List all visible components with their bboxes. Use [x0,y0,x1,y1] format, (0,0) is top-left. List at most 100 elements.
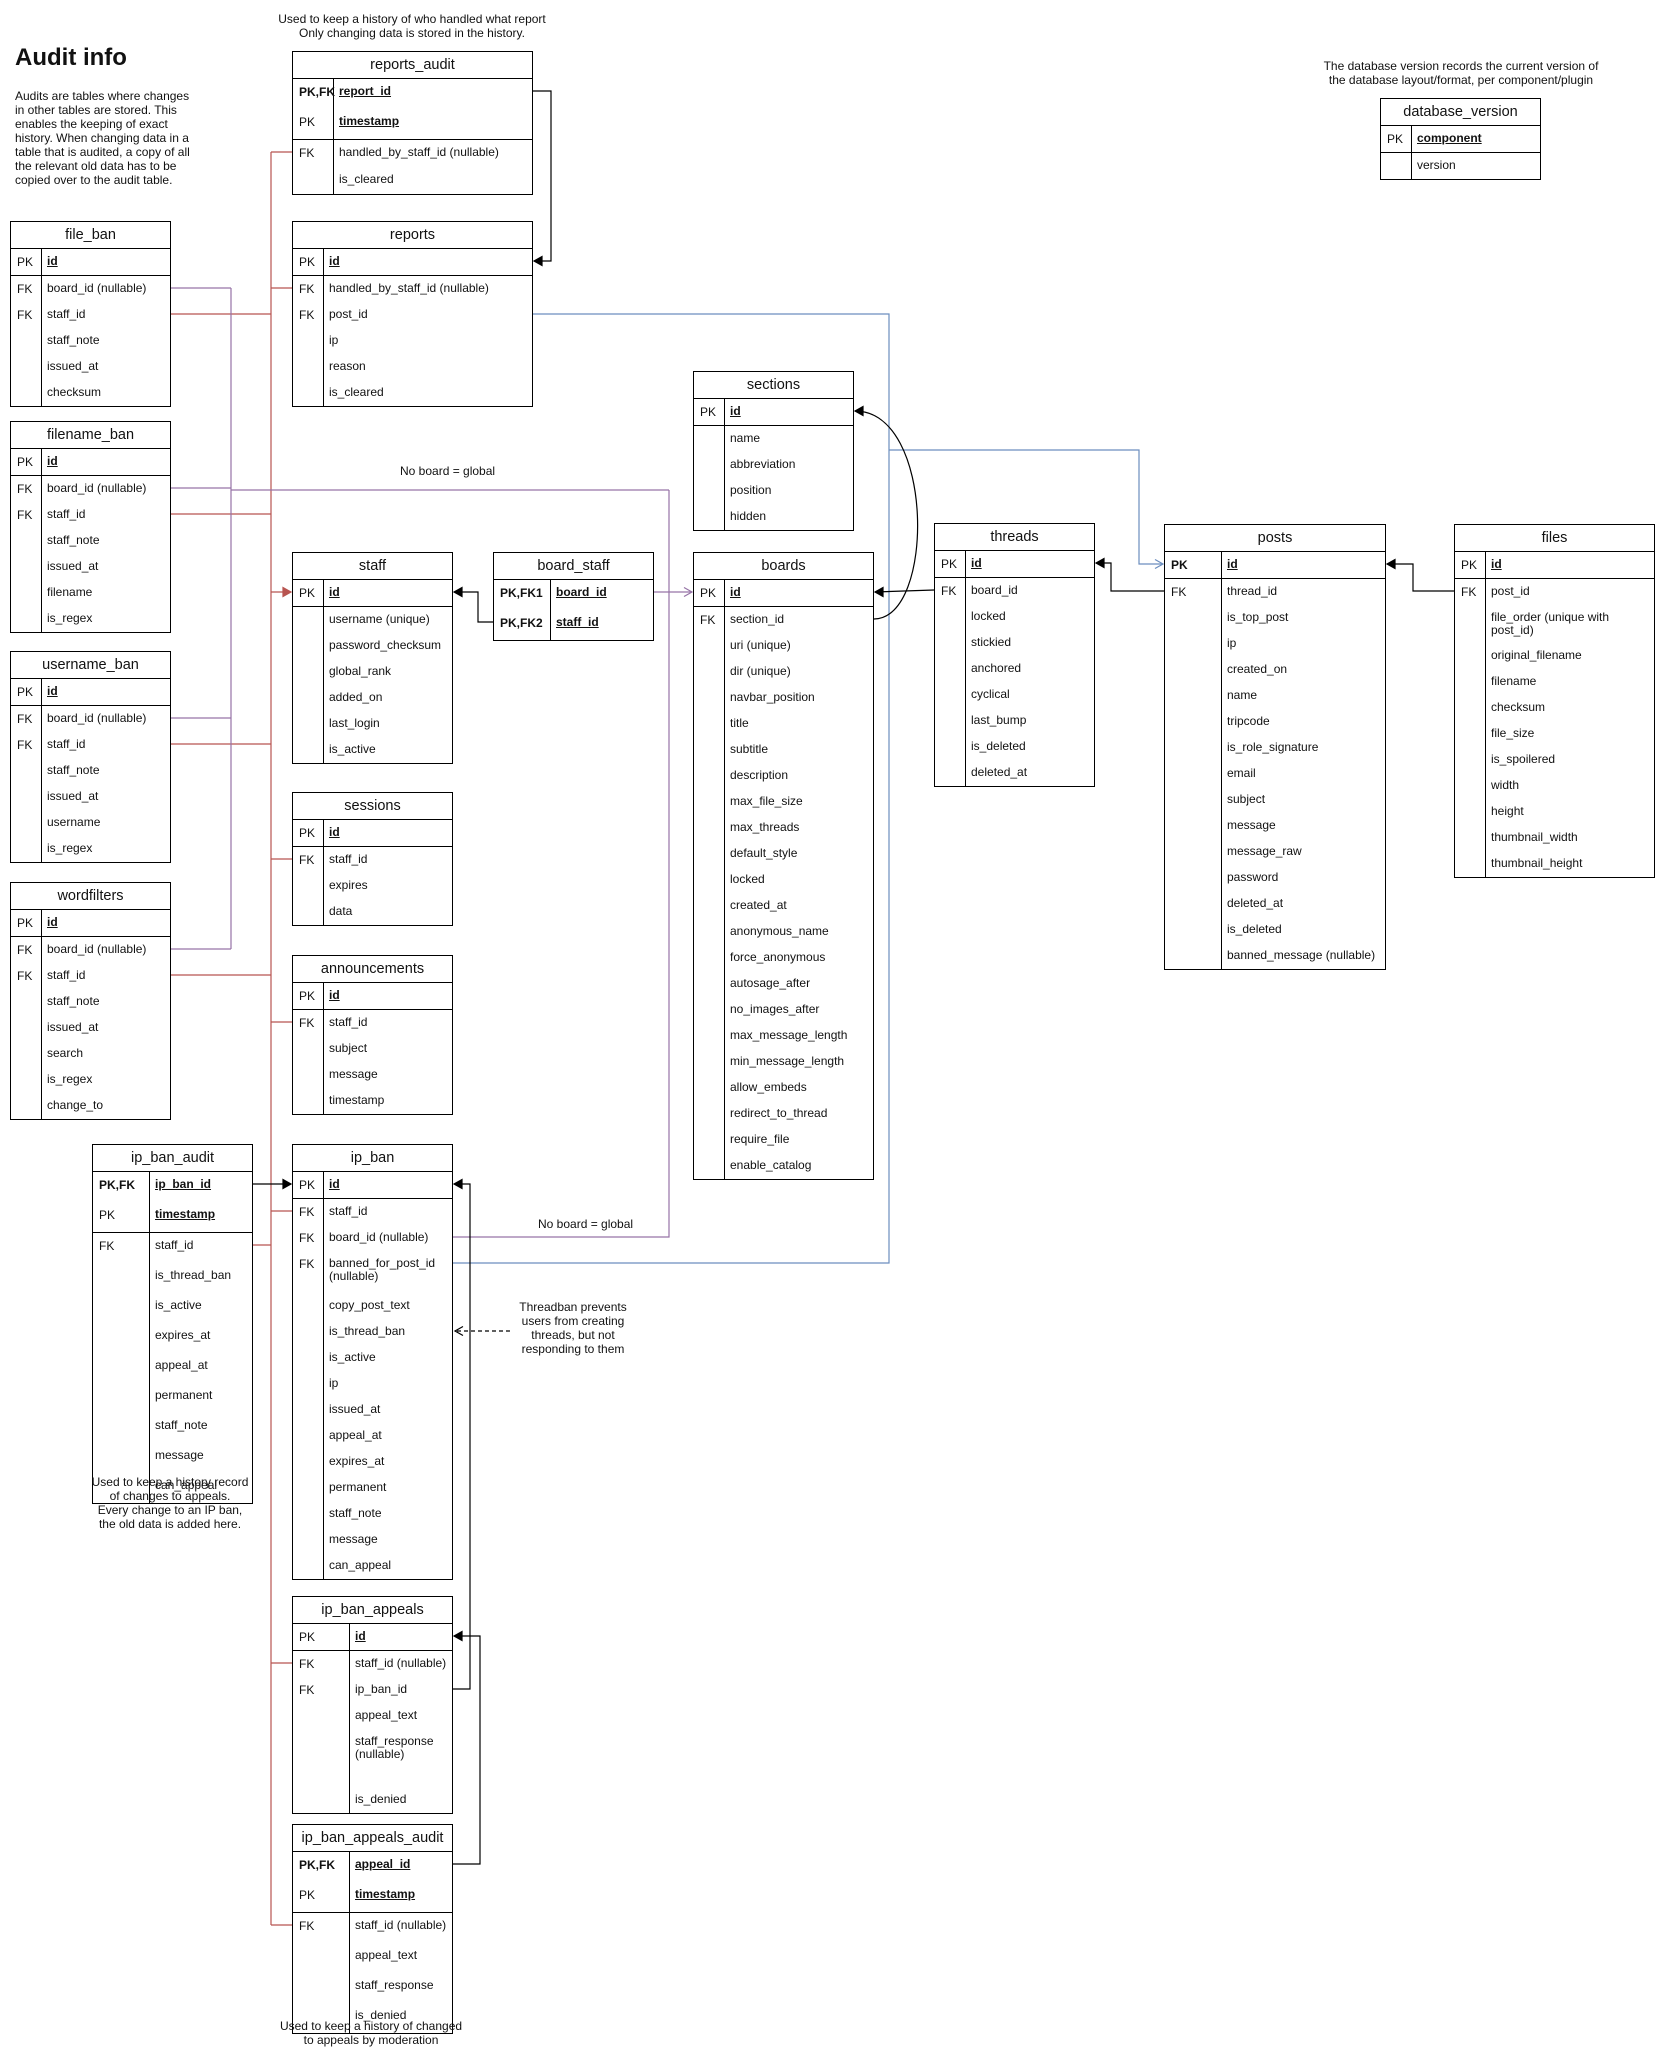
column-row: file_order (unique with post_id) [1455,605,1654,643]
ip-ban-appeals-audit-note: Used to keep a history of changed to app… [279,2019,463,2047]
table-title: reports [293,222,532,249]
key-divider [41,476,42,632]
column-row: max_threads [694,815,873,841]
audit-info-description: Audits are tables where changes in other… [15,89,190,187]
column-name: staff_id [329,852,368,866]
key-divider [333,79,334,139]
key-label: FK [299,1231,315,1245]
table-title: files [1455,525,1654,552]
column-name: staff_note [47,333,100,347]
column-name: ip [329,1376,339,1390]
column-name: is_cleared [339,172,394,186]
key-divider [323,1010,324,1114]
column-name: reason [329,359,366,373]
column-row: issued_at [11,784,170,810]
column-name: issued_at [47,559,99,573]
column-name: name [1227,688,1258,702]
key-label: FK [17,712,33,726]
threadban-note: Threadban prevents users from creating t… [519,1300,627,1356]
column-name: expires_at [155,1328,211,1342]
column-name: staff_id [47,307,86,321]
column-name: id [47,915,58,929]
column-name: is_deleted [1227,922,1282,936]
column-name: is_top_post [1227,610,1289,624]
key-label: FK [17,738,33,752]
column-name: thumbnail_height [1491,856,1583,870]
key-label: PK [941,557,958,571]
column-name: original_filename [1491,648,1582,662]
column-row: is_regex [11,606,170,632]
key-divider [149,1233,150,1503]
column-row: created_at [694,893,873,919]
column-name: handled_by_staff_id (nullable) [339,145,499,159]
key-label: FK [299,146,315,160]
column-row: is_thread_ban [93,1263,252,1293]
column-name: change_to [47,1098,104,1112]
column-row: checksum [1455,695,1654,721]
column-name: created_at [730,898,787,912]
column-row: thumbnail_height [1455,851,1654,877]
key-label: PK,FK1 [500,586,543,600]
column-name: banned_message (nullable) [1227,948,1376,962]
column-row: max_message_length [694,1023,873,1049]
column-name: is_role_signature [1227,740,1319,754]
key-divider [149,1172,150,1232]
column-name: is_active [155,1298,202,1312]
key-label: FK [299,1683,315,1697]
column-name: filename [1491,674,1537,688]
key-label: PK [299,255,316,269]
column-row: hidden [694,504,853,530]
column-name: username (unique) [329,612,430,626]
column-name: added_on [329,690,383,704]
key-label: FK [299,282,315,296]
column-row: locked [935,604,1094,630]
column-name: is_regex [47,1072,93,1086]
key-divider [41,449,42,475]
key-label: FK [17,969,33,983]
column-name: is_denied [355,2008,407,2022]
key-label: FK [299,1919,315,1933]
column-name: issued_at [47,359,99,373]
column-name: can_appeal [329,1558,392,1572]
column-row: timestamp [293,1088,452,1114]
key-divider [323,820,324,846]
column-row: appeal_text [293,1943,452,1973]
column-row: last_login [293,711,452,737]
column-name: last_login [329,716,380,730]
key-label: PK [1461,558,1478,572]
column-row: data [293,899,452,925]
key-divider [724,399,725,425]
column-name: staff_id [556,615,599,629]
key-divider [1485,579,1486,877]
column-row: max_file_size [694,789,873,815]
column-row: anonymous_name [694,919,873,945]
column-row: redirect_to_thread [694,1101,873,1127]
